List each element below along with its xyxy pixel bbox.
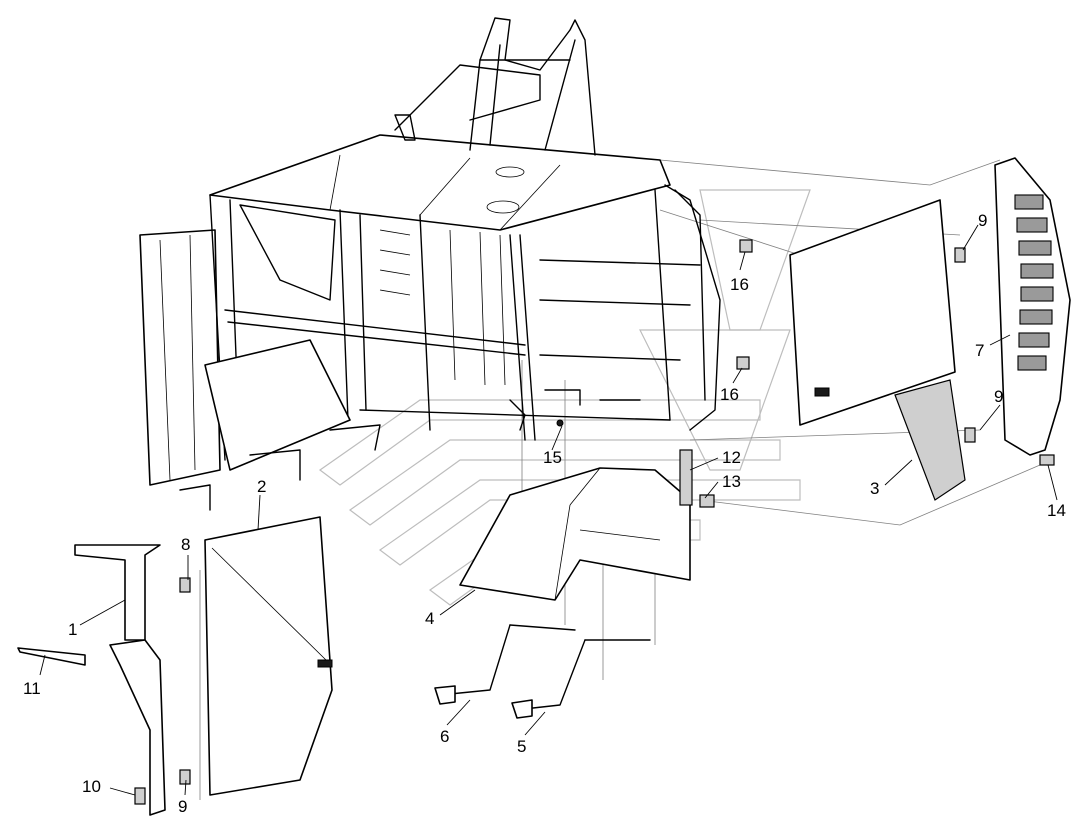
callout-13: 13	[722, 472, 741, 491]
cab-frame	[139, 17, 721, 511]
callout-6: 6	[440, 727, 449, 746]
part-1-bracket	[74, 544, 166, 816]
callout-9-bottom: 9	[178, 797, 187, 816]
part-4-fender	[459, 467, 691, 601]
callout-16-bottom: 16	[720, 385, 739, 404]
part-7-grille	[994, 157, 1071, 456]
callout-5: 5	[517, 737, 526, 756]
callout-10: 10	[82, 777, 101, 796]
callout-16-top: 16	[730, 275, 749, 294]
callout-15: 15	[543, 448, 562, 467]
callout-4: 4	[425, 609, 434, 628]
callout-9-top: 9	[978, 211, 987, 230]
callout-11: 11	[23, 679, 41, 698]
part-2-side-panel	[204, 516, 333, 796]
callout-14: 14	[1047, 501, 1066, 520]
part-5-6-brackets	[434, 624, 651, 719]
callout-8: 8	[181, 535, 190, 554]
callout-1: 1	[68, 620, 77, 639]
small-parts	[17, 239, 1055, 805]
part-3-door	[789, 199, 966, 501]
callout-9-mid: 9	[994, 387, 1003, 406]
callout-12: 12	[722, 448, 741, 467]
callout-labels: 1 2 3 4 5 6 7 8 9 9 9 10 11 12 13 14 15 …	[23, 211, 1066, 816]
callout-3: 3	[870, 479, 879, 498]
callout-2: 2	[257, 477, 266, 496]
callout-7: 7	[975, 341, 984, 360]
leader-lines	[39, 224, 1058, 796]
